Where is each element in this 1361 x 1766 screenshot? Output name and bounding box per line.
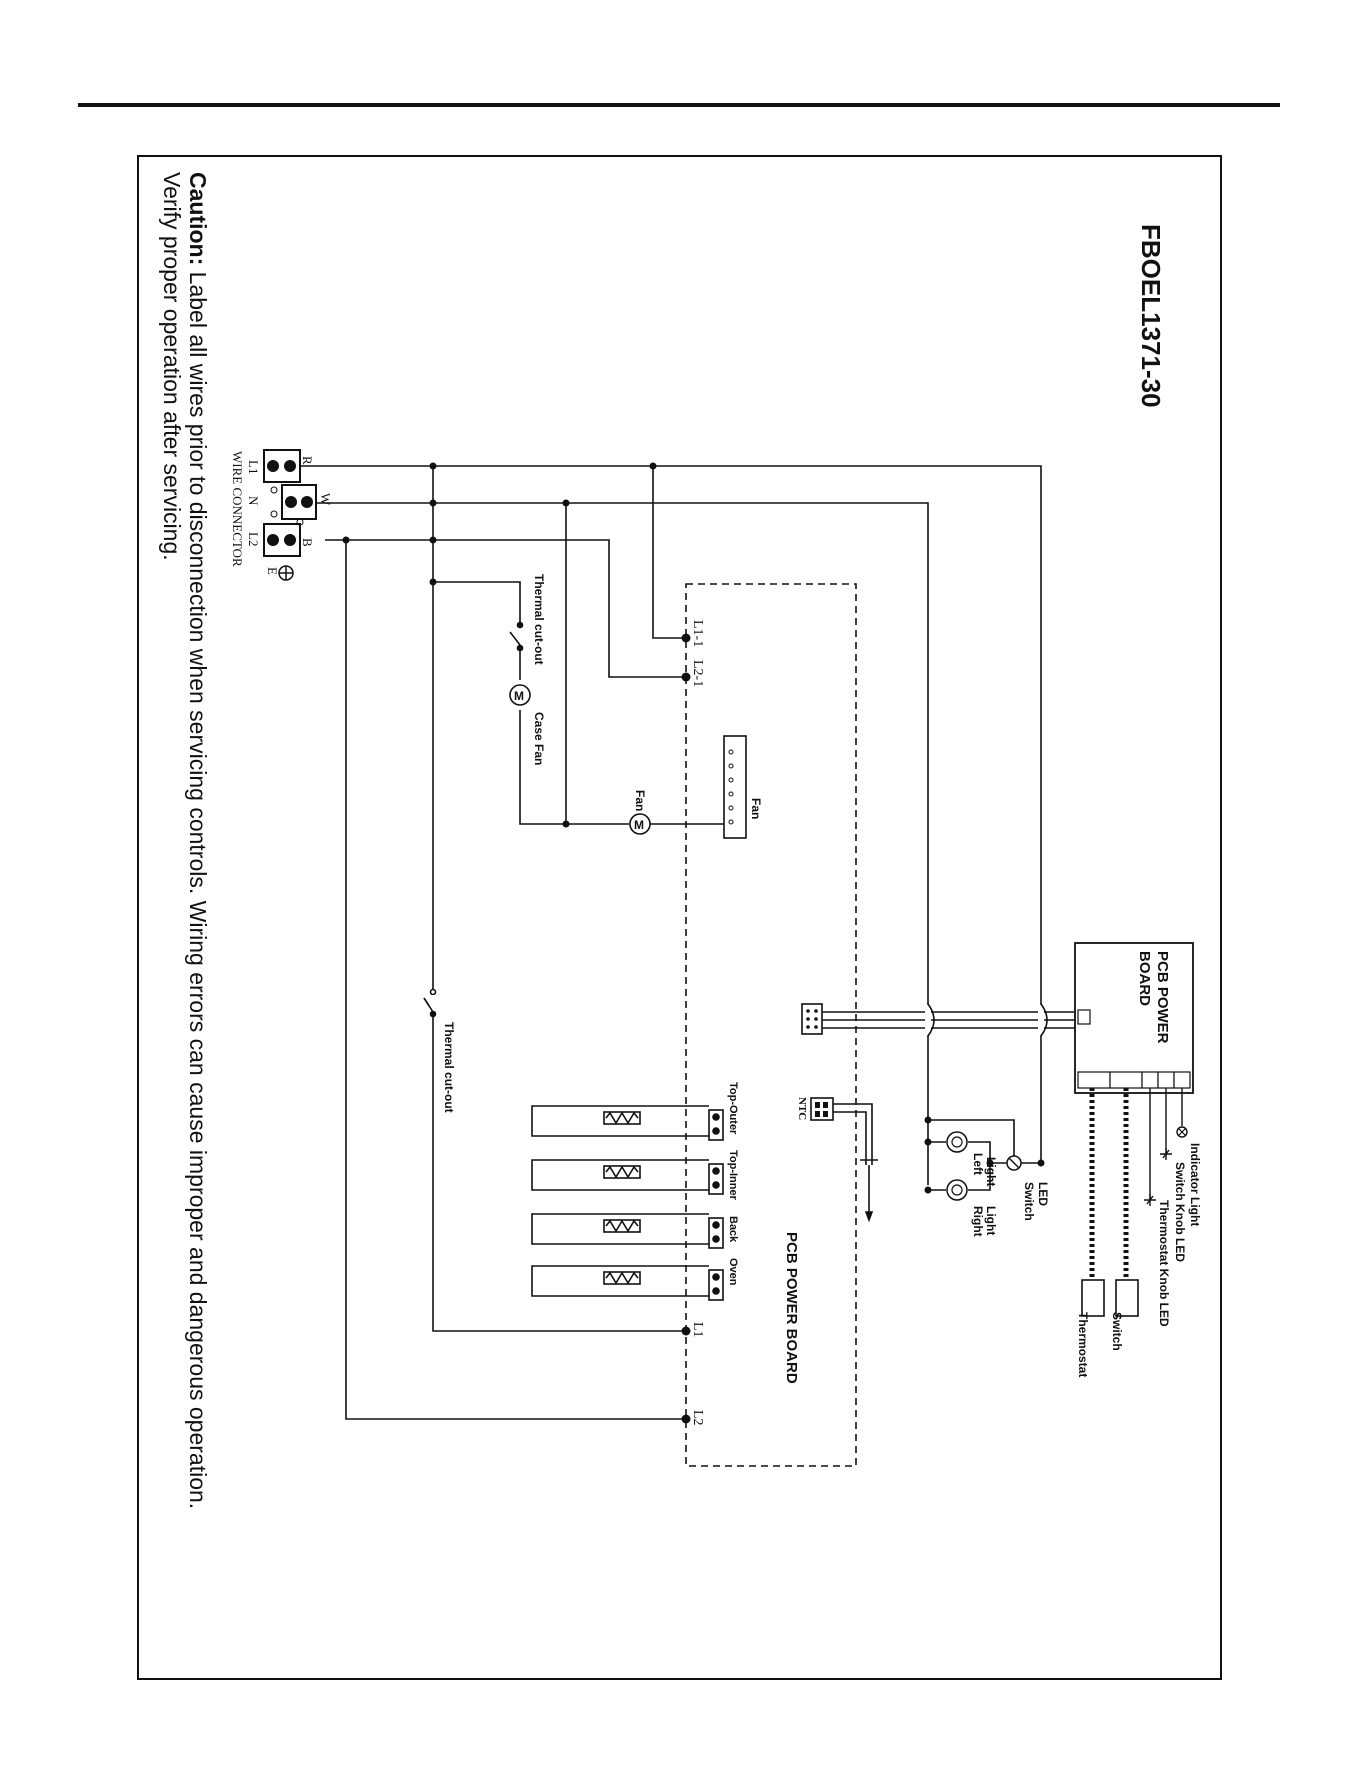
- terminal-dot-l1: [681, 1326, 691, 1336]
- element-top-outer: [531, 1105, 724, 1141]
- terminal-n: N: [246, 496, 261, 506]
- ntc-lead-2: [832, 1111, 867, 1165]
- hop-masks: [925, 1005, 1044, 1035]
- terminal-dot-l1-1: [681, 633, 691, 643]
- wire-b: [325, 539, 686, 678]
- thermostat-label: Thermostat: [1076, 1312, 1090, 1377]
- terminal-label-l2: L2: [690, 1410, 705, 1426]
- wire-case-fan-top: [433, 581, 521, 625]
- wire-case-fan-bottom: [519, 710, 629, 825]
- header-rule: [78, 103, 1280, 107]
- light-right-icon: [946, 1179, 968, 1201]
- led-switch-label-2: Switch: [1022, 1182, 1036, 1221]
- fan-motor-label: Fan: [633, 790, 647, 811]
- ntc-connector: [810, 1097, 834, 1121]
- element-label-oven: Oven: [727, 1258, 739, 1286]
- element-oven: [531, 1265, 724, 1301]
- wire-l1-1: [652, 466, 686, 639]
- indicator-light-label: Indicator Light: [1188, 1143, 1202, 1226]
- thermal-cutout-1-label: Thermal cut-out: [532, 574, 546, 665]
- caution-text: Caution: Label all wires prior to discon…: [185, 172, 211, 1509]
- element-label-back: Back: [727, 1216, 739, 1243]
- wire-l2-main: [345, 540, 686, 1420]
- junction-dots: [342, 462, 1045, 1424]
- light-left-icon: [946, 1131, 968, 1153]
- pcb-power-board-label: PCB POWER BOARD: [783, 1232, 800, 1384]
- indicator-light-icon: [1176, 1126, 1188, 1138]
- earth-label: E: [265, 567, 280, 575]
- thermal-cutout-2-gap: [429, 995, 437, 1011]
- case-fan-motor: M: [509, 684, 531, 706]
- element-label-top-inner: Top-Inner: [727, 1150, 739, 1201]
- caution-body: Label all wires prior to disconnection w…: [185, 265, 211, 1509]
- led-switch-icon: [1006, 1155, 1022, 1171]
- wire-code-b: B: [300, 538, 315, 547]
- led-switch-label-1: LED: [1036, 1182, 1050, 1206]
- wire-connector-title: WIRE CONNECTOR: [230, 451, 245, 567]
- terminal-label-l1-1: L1-1: [690, 620, 705, 647]
- switch-knob-led-label: Switch Knob LED: [1173, 1162, 1187, 1262]
- fan-connector-label: Fan: [749, 798, 763, 819]
- case-fan-label: Case Fan: [532, 712, 546, 765]
- wire-r: [300, 465, 1042, 1164]
- top-pcb-label-2: BOARD: [1136, 951, 1153, 1006]
- earth-icon: [278, 565, 294, 581]
- wire-connector-block: [263, 449, 317, 557]
- fan-motor: M: [629, 813, 651, 835]
- caution-line2: Verify proper operation after servicing.: [159, 172, 185, 561]
- light-left-label-2: Left: [971, 1153, 985, 1175]
- element-back: [531, 1213, 724, 1249]
- wires: [300, 465, 1075, 1420]
- model-title: FBOEL1371-30: [1136, 224, 1166, 408]
- svg-text:M: M: [634, 818, 644, 832]
- wire-w: [316, 502, 929, 1185]
- diagram-frame: [137, 155, 1222, 1680]
- caution-label: Caution:: [185, 172, 211, 265]
- terminal-label-l1: L1: [690, 1322, 705, 1338]
- top-pcb-label-1: PCB POWER: [1154, 951, 1171, 1044]
- cable-thermostat: [1081, 1088, 1105, 1317]
- ntc-lead-1: [832, 1103, 873, 1165]
- svg-text:M: M: [514, 689, 524, 703]
- element-top-inner: [531, 1159, 724, 1195]
- thermostat-knob-led-label: Thermostat Knob LED: [1157, 1200, 1171, 1327]
- switch-knob-led-icon: [1160, 1148, 1172, 1160]
- terminal-l2: L2: [246, 532, 261, 546]
- wire-led-switch: [928, 1119, 1015, 1163]
- wire-code-r: R: [300, 456, 315, 465]
- pcb-power-board-outline: [685, 583, 857, 1467]
- ntc-probe: [860, 1159, 878, 1223]
- indicator-leads: [1149, 1088, 1183, 1200]
- thermal-cutout-1-switch: [509, 621, 524, 652]
- ntc-label: NTC: [796, 1097, 808, 1120]
- top-pcb-board: [1074, 942, 1194, 1094]
- terminal-l1: L1: [246, 460, 261, 474]
- light-right-label-1: Light: [984, 1206, 998, 1235]
- cable-switch: [1115, 1088, 1139, 1317]
- thermostat-knob-led-icon: [1144, 1194, 1156, 1206]
- wire-code-w: W: [318, 493, 333, 506]
- wire-l1-main: [432, 466, 686, 1332]
- heating-elements: [531, 1105, 724, 1301]
- light-right-label-2: Right: [971, 1206, 985, 1237]
- fan-connector: [723, 735, 747, 839]
- switch-label: Switch: [1110, 1312, 1124, 1351]
- thermal-cutout-2-label: Thermal cut-out: [442, 1022, 456, 1113]
- terminal-label-l2-1: L2-1: [690, 660, 705, 687]
- terminal-dot-l2-1: [681, 672, 691, 682]
- hops: [927, 1003, 1048, 1037]
- element-label-top-outer: Top-Outer: [727, 1082, 739, 1135]
- light-left-label-1: Light: [984, 1157, 998, 1186]
- harness-plug: [801, 1003, 823, 1035]
- terminal-dot-l2: [681, 1414, 691, 1424]
